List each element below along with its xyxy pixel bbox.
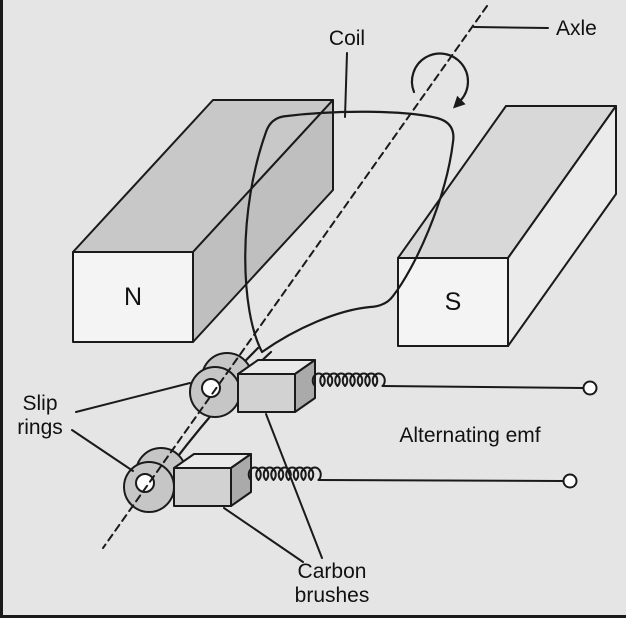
output-wire-2	[317, 479, 564, 482]
axle-pointer-line	[473, 26, 549, 29]
right-magnet-front-face	[397, 257, 509, 347]
frame-bottom-border	[0, 615, 626, 618]
slip-rings-label-line-1: Slip	[22, 392, 57, 415]
carbon-brush-2	[173, 453, 252, 507]
annotations: Coil Axle Slip rings Alternating emf Car…	[17, 17, 597, 607]
north-pole-label: N	[124, 283, 142, 311]
slip-ring-1-pointer-line	[75, 382, 191, 413]
slip-ring-1-hole	[201, 378, 221, 398]
terminal-1	[582, 380, 598, 396]
left-magnet: N	[72, 99, 334, 343]
rotation-arrow	[410, 52, 470, 109]
axle-label: Axle	[556, 17, 597, 40]
carbon-brush-2-pointer-line	[223, 507, 304, 563]
carbon-brushes-label-line-1: Carbon	[298, 560, 367, 583]
slip-ring-2-hole	[135, 473, 155, 493]
left-magnet-front-face	[72, 251, 194, 343]
slip-rings-label-line-2: rings	[17, 416, 63, 439]
spring-1	[311, 372, 386, 387]
axle-line	[102, 5, 488, 549]
coil-label: Coil	[329, 27, 365, 50]
slip-ring-2-pointer-line	[71, 429, 134, 472]
carbon-brush-1-pointer-line	[265, 413, 323, 559]
output-wire-1	[381, 385, 584, 389]
rotation-arrowhead-icon	[453, 95, 466, 109]
coil-pointer-line	[344, 52, 348, 118]
carbon-brush-2-front-face	[173, 467, 232, 507]
spring-2	[247, 466, 322, 481]
terminal-2	[562, 473, 578, 489]
carbon-brush-1-front-face	[237, 373, 296, 413]
carbon-brush-1	[237, 359, 316, 413]
carbon-brushes-label-line-2: brushes	[295, 584, 370, 607]
frame-left-border	[0, 0, 3, 618]
output-circuit	[247, 372, 598, 489]
right-magnet: S	[397, 105, 617, 347]
alternating-emf-label: Alternating emf	[399, 424, 540, 447]
coil-loop-wire	[244, 110, 455, 354]
rotation-arrow-arc	[410, 52, 470, 102]
south-pole-label: S	[445, 288, 462, 316]
